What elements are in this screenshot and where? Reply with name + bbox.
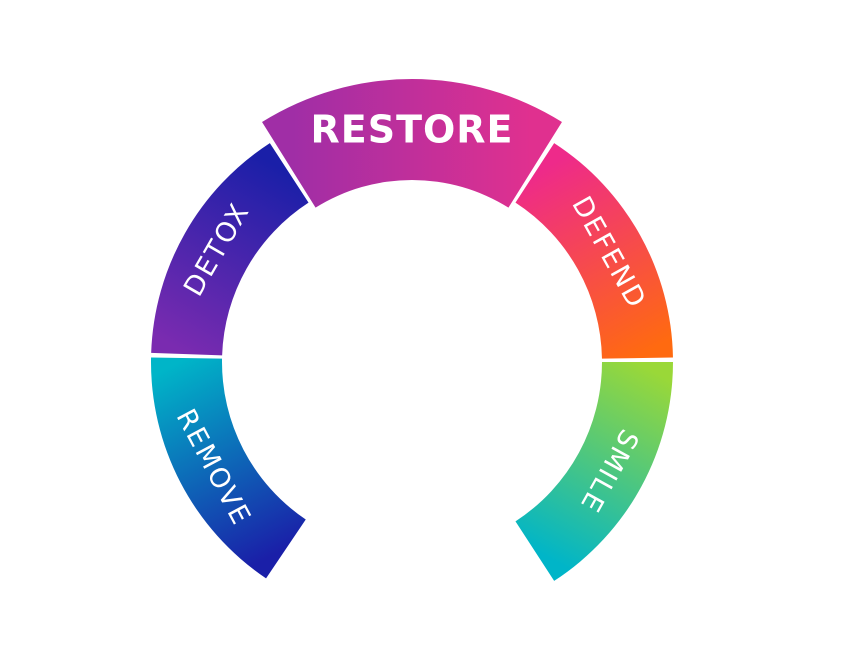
segment-smile-arc xyxy=(515,362,673,581)
segment-detox: DETOX xyxy=(151,143,309,356)
segment-restore: RESTORE xyxy=(262,78,562,208)
segment-detox-arc xyxy=(151,143,309,356)
segment-remove-arc xyxy=(151,357,306,579)
segment-remove: REMOVE xyxy=(151,357,306,579)
segment-defend-arc xyxy=(515,143,673,359)
segment-defend: DEFEND xyxy=(515,143,673,359)
segment-smile: SMILE xyxy=(515,362,673,581)
segment-restore-arc xyxy=(262,78,562,208)
segment-restore-label: RESTORE xyxy=(310,108,513,152)
